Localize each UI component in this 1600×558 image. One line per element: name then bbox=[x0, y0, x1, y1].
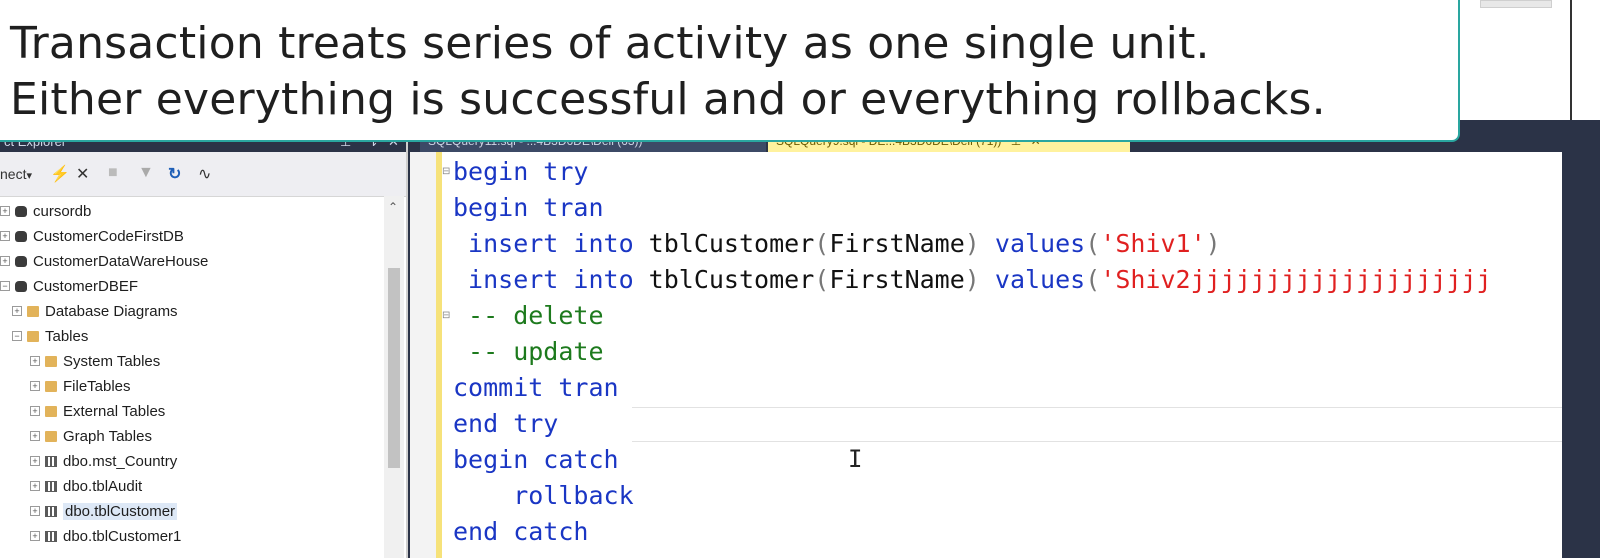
table-icon bbox=[45, 530, 57, 542]
table-icon bbox=[45, 505, 57, 517]
caption-banner: Transaction treats series of activity as… bbox=[0, 0, 1460, 142]
tree-node-mst-country[interactable]: +dbo.mst_Country bbox=[30, 449, 177, 473]
expand-icon[interactable]: + bbox=[30, 431, 40, 441]
folder-icon bbox=[27, 330, 39, 342]
expand-icon[interactable]: + bbox=[30, 381, 40, 391]
collapse-icon[interactable]: − bbox=[0, 281, 10, 291]
tree-node-graph-tables[interactable]: +Graph Tables bbox=[30, 424, 152, 448]
filter-icon[interactable]: ▼ bbox=[138, 164, 154, 181]
code-line-8: end try bbox=[453, 409, 559, 438]
connect-button[interactable]: nect▾ bbox=[0, 166, 32, 182]
table-icon bbox=[45, 480, 57, 492]
folder-icon bbox=[45, 355, 57, 367]
caption-line-1: Transaction treats series of activity as… bbox=[10, 18, 1210, 69]
expand-icon[interactable]: + bbox=[30, 406, 40, 416]
titlebar-box bbox=[1480, 0, 1552, 8]
table-icon bbox=[45, 455, 57, 467]
database-icon bbox=[15, 230, 27, 242]
collapse-icon[interactable]: − bbox=[12, 331, 22, 341]
folder-icon bbox=[45, 430, 57, 442]
tree-node-customerdatawarehouse[interactable]: +CustomerDataWareHouse bbox=[0, 249, 208, 273]
code-line-7: commit tran bbox=[453, 373, 619, 402]
activity-icon[interactable]: ∿ bbox=[198, 166, 212, 183]
current-line-highlight-top bbox=[632, 407, 1562, 408]
window-titlebar-fragment bbox=[1460, 0, 1600, 120]
tree-node-customercodefirstdb[interactable]: +CustomerCodeFirstDB bbox=[0, 224, 184, 248]
tree-node-cursordb[interactable]: +cursordb bbox=[0, 199, 91, 223]
tree-node-tblaudit[interactable]: +dbo.tblAudit bbox=[30, 474, 142, 498]
database-icon bbox=[15, 255, 27, 267]
expand-icon[interactable]: + bbox=[30, 356, 40, 366]
code-line-9: begin catch bbox=[453, 445, 619, 474]
expand-icon[interactable]: + bbox=[30, 531, 40, 541]
right-edge-panel bbox=[1562, 130, 1600, 558]
folder-icon bbox=[27, 305, 39, 317]
expand-icon[interactable]: + bbox=[30, 481, 40, 491]
tree-node-filetables[interactable]: +FileTables bbox=[30, 374, 131, 398]
tree-node-external-tables[interactable]: +External Tables bbox=[30, 399, 165, 423]
expand-icon[interactable]: + bbox=[12, 306, 22, 316]
refresh-icon[interactable]: ↻ bbox=[168, 166, 182, 183]
expand-icon[interactable]: + bbox=[30, 506, 40, 516]
object-explorer-panel: ct Explorer ⊥ ⇂ ✕ nect▾ ⚡ ✕ ■ ▼ ↻ ∿ +cur… bbox=[0, 130, 408, 558]
tree-node-system-tables[interactable]: +System Tables bbox=[30, 349, 160, 373]
code-line-11: end catch bbox=[453, 517, 589, 546]
scrollbar-thumb[interactable] bbox=[388, 268, 400, 468]
text-cursor-icon: I bbox=[848, 445, 863, 473]
tree-node-tblcustomer1[interactable]: +dbo.tblCustomer1 bbox=[30, 524, 181, 548]
query-editor[interactable]: ⊟ ⊟ begin try begin tran insert into tbl… bbox=[410, 152, 1562, 558]
expand-icon[interactable]: + bbox=[30, 456, 40, 466]
tree-scrollbar[interactable]: ⌃ bbox=[384, 196, 404, 558]
chevron-up-icon[interactable]: ⌃ bbox=[388, 200, 399, 214]
code-line-1: begin try bbox=[453, 157, 589, 186]
code-line-10: rollback bbox=[453, 481, 634, 510]
tree-node-database-diagrams[interactable]: +Database Diagrams bbox=[12, 299, 178, 323]
disconnect-icon[interactable]: ✕ bbox=[76, 166, 90, 183]
expand-icon[interactable]: + bbox=[0, 231, 10, 241]
code-line-5: -- delete bbox=[453, 301, 604, 330]
tree-node-customerdbef[interactable]: −CustomerDBEF bbox=[0, 274, 138, 298]
code-line-3: insert into tblCustomer(FirstName) value… bbox=[453, 229, 1221, 258]
current-line-highlight-bottom bbox=[632, 441, 1562, 442]
code-line-4: insert into tblCustomer(FirstName) value… bbox=[453, 265, 1492, 294]
code-line-2: begin tran bbox=[453, 193, 604, 222]
stop-icon[interactable]: ■ bbox=[108, 164, 118, 181]
caption-line-2: Either everything is successful and or e… bbox=[10, 74, 1326, 125]
database-icon bbox=[15, 205, 27, 217]
titlebar-divider bbox=[1570, 0, 1572, 120]
collapse-icon[interactable]: ⊟ bbox=[442, 166, 451, 177]
tree-node-tblcustomer[interactable]: +dbo.tblCustomer bbox=[30, 499, 178, 523]
plug-icon[interactable]: ⚡ bbox=[50, 166, 70, 183]
collapse-icon[interactable]: ⊟ bbox=[442, 310, 451, 321]
object-explorer-toolbar: nect▾ ⚡ ✕ ■ ▼ ↻ ∿ bbox=[0, 152, 406, 197]
code-line-6: -- update bbox=[453, 337, 604, 366]
tree-node-tables[interactable]: −Tables bbox=[12, 324, 88, 348]
database-icon bbox=[15, 280, 27, 292]
folder-icon bbox=[45, 405, 57, 417]
change-indicator-bar bbox=[436, 152, 442, 558]
folder-icon bbox=[45, 380, 57, 392]
expand-icon[interactable]: + bbox=[0, 206, 10, 216]
editor-gutter bbox=[410, 152, 436, 558]
expand-icon[interactable]: + bbox=[0, 256, 10, 266]
